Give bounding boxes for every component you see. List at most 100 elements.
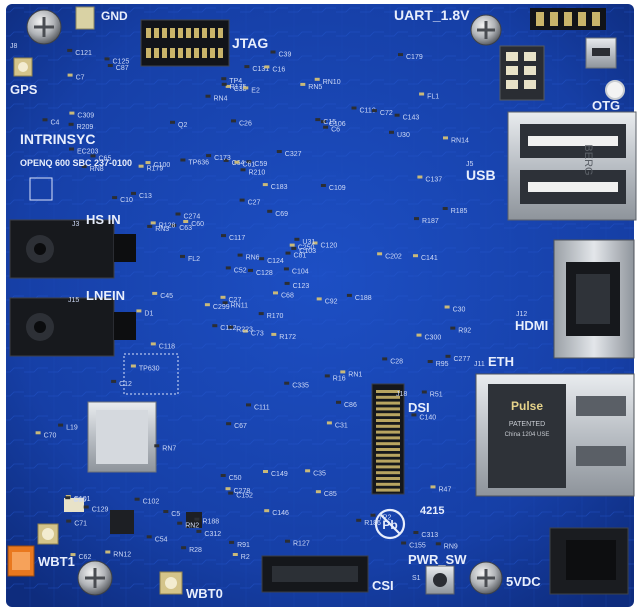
- ref-j5: J5: [466, 161, 474, 168]
- otg-label: OTG: [592, 98, 620, 113]
- wbt0-label: WBT0: [186, 586, 223, 601]
- smd-component: [183, 220, 189, 223]
- smd-component: [419, 92, 425, 96]
- smd-component: [326, 421, 332, 425]
- smd-component: [237, 253, 243, 257]
- board-model-text: OPENQ 600 SBC 237-0100: [20, 158, 132, 168]
- smd-component: [234, 160, 240, 164]
- gnd-label: GND: [101, 9, 128, 23]
- wbt1-antenna-connector: [37, 523, 59, 545]
- line-in-label: LNEIN: [86, 288, 125, 303]
- smd-component: [83, 505, 89, 509]
- smd-component: [65, 496, 71, 500]
- dsi-pin: [376, 465, 400, 469]
- smd-component: [320, 120, 326, 124]
- component-label: C68: [281, 292, 294, 299]
- smd-component: [284, 381, 290, 385]
- usb-shell-text: BERG: [582, 144, 594, 175]
- power-switch: [425, 565, 455, 595]
- component-label: C117: [229, 235, 245, 242]
- component-label: C87: [116, 65, 129, 72]
- ref-j8: J8: [10, 43, 18, 50]
- component-label: RN10: [323, 79, 341, 86]
- smd-component: [377, 252, 383, 256]
- component-label: C13: [139, 193, 152, 200]
- eth-label: ETH: [488, 354, 514, 369]
- smd-component: [228, 491, 234, 495]
- smd-component: [228, 325, 234, 329]
- dip-switch: [499, 45, 545, 101]
- jtag-pin: [162, 28, 167, 38]
- jtag-pin: [202, 28, 207, 38]
- component-label: Q2: [178, 122, 187, 129]
- jtag-pin: [170, 28, 175, 38]
- smd-component: [194, 517, 200, 521]
- brand-logo-text: INTRINSYC: [20, 131, 95, 147]
- component-label: C27: [229, 297, 242, 304]
- component-label: RN4: [214, 96, 228, 103]
- smd-component: [112, 196, 118, 200]
- eth-origin-text: China 1204 USE: [505, 432, 550, 438]
- jtag-pin: [178, 48, 183, 58]
- smd-component: [171, 223, 177, 227]
- smd-component: [444, 305, 450, 309]
- component-label: TP630: [139, 366, 160, 373]
- ic-u30: [123, 353, 179, 395]
- small-header-qm1: [29, 177, 53, 201]
- component-label: C278: [234, 488, 251, 495]
- hdmi-connector: [553, 239, 635, 359]
- hdmi-label: HDMI: [515, 318, 548, 333]
- ref-j18: J18: [396, 391, 407, 398]
- smd-component: [205, 94, 211, 98]
- smd-component: [411, 413, 417, 417]
- smd-component: [240, 168, 246, 172]
- component-label: C111: [254, 404, 270, 411]
- smd-component: [58, 423, 64, 427]
- component-label: C72: [380, 110, 393, 117]
- jtag-label: JTAG: [232, 35, 268, 51]
- micro-usb-otg-connector: [585, 37, 617, 69]
- jtag-pin: [186, 48, 191, 58]
- component-label: R172: [279, 334, 296, 341]
- component-label: FL2: [188, 256, 200, 263]
- component-label: C155: [409, 543, 426, 550]
- component-label: R2: [241, 554, 250, 561]
- component-label: C12: [119, 381, 132, 388]
- component-label: C335: [292, 383, 309, 390]
- jtag-pin: [154, 28, 159, 38]
- component-label: C188: [355, 295, 372, 302]
- component-label: C7: [76, 75, 85, 82]
- gps-label: GPS: [10, 82, 38, 97]
- smd-component: [70, 553, 76, 557]
- ref-s1: S1: [412, 575, 421, 582]
- component-label: D1: [144, 310, 153, 317]
- smd-component: [225, 266, 231, 270]
- smd-component: [180, 254, 185, 258]
- smd-component: [226, 422, 232, 426]
- jtag-pin: [146, 28, 151, 38]
- smd-component: [204, 303, 210, 307]
- component-label: RN7: [162, 445, 176, 452]
- smd-component: [181, 546, 187, 550]
- smd-component: [229, 540, 235, 544]
- component-label: R223: [236, 327, 253, 334]
- component-label: C274: [184, 214, 201, 221]
- smd-component: [401, 541, 407, 545]
- jtag-pin: [218, 28, 223, 38]
- dsi-pin: [376, 395, 400, 399]
- dsi-pin: [376, 453, 400, 457]
- smd-component: [104, 57, 110, 61]
- component-label: C141: [421, 255, 438, 262]
- screw-top-left: [26, 9, 62, 45]
- dsi-pin: [376, 436, 400, 440]
- smd-component: [413, 531, 419, 534]
- smd-component: [389, 130, 394, 134]
- small-header-j6: [64, 498, 84, 512]
- component-label: R209: [77, 124, 94, 131]
- component-label: R92: [458, 328, 471, 335]
- smd-component: [105, 550, 111, 554]
- smd-component: [427, 360, 433, 363]
- screw-bottom-left: [77, 560, 113, 596]
- component-label: C86: [344, 402, 357, 409]
- smd-component: [232, 553, 238, 556]
